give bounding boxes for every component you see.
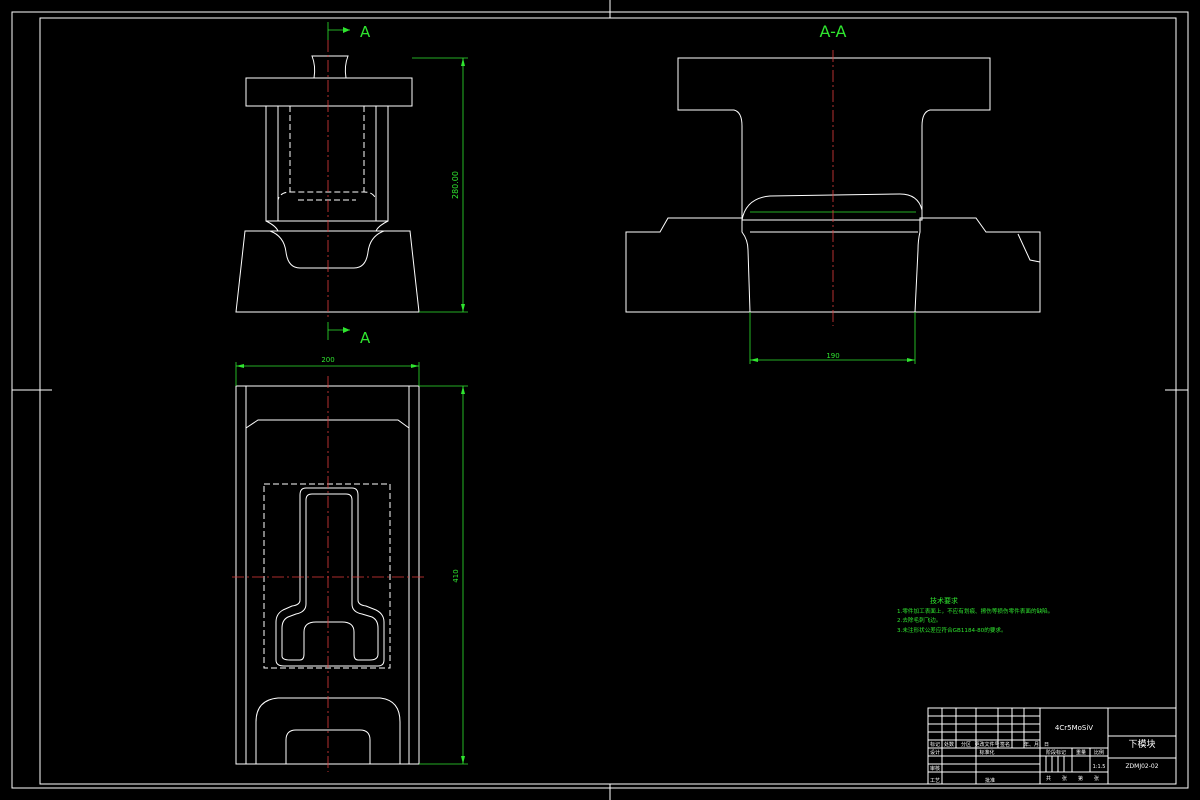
tb-row-label-5: 年、月、日	[1024, 741, 1049, 748]
plan-view	[232, 362, 468, 772]
section-marker-top-letter: A	[360, 23, 371, 41]
section-marker-top	[327, 22, 350, 40]
title-block-material: 4Cr5MoSiV	[1055, 724, 1093, 732]
tb-left-label-4: 批准	[985, 777, 995, 784]
notes-line-2: 2.去除毛刺飞边。	[897, 616, 942, 624]
notes-line-3: 3.未注形状公差应符合GB1184-80的要求。	[897, 626, 1007, 634]
tb-left-label-0: 设计	[930, 749, 940, 756]
dim-height-label: 280.00	[451, 171, 460, 199]
inner-border	[39, 17, 1177, 785]
title-block	[927, 707, 1177, 785]
section-marker-bottom	[327, 322, 350, 340]
front-view	[235, 40, 468, 320]
tb-sheet-label-2: 第	[1078, 775, 1083, 782]
tb-row-label-4: 签名	[1000, 741, 1010, 748]
dim-section-width-label: 190	[826, 352, 839, 360]
tb-mid-label-0: 阶段标记	[1046, 749, 1066, 756]
notes-title: 技术要求	[930, 596, 958, 605]
section-view	[625, 50, 1041, 364]
tb-row-label-2: 分区	[961, 741, 971, 748]
title-block-part-name: 下模块	[1128, 738, 1155, 750]
dim-length-label: 410	[452, 569, 460, 582]
section-title: A-A	[820, 22, 847, 41]
tb-left-label-2: 审核	[930, 765, 940, 772]
tb-left-label-3: 工艺	[930, 778, 940, 784]
tb-row-label-0: 标记	[930, 741, 940, 748]
outer-border	[11, 11, 1189, 789]
notes-line-1: 1.零件加工表面上，不应有划痕、擦伤等损伤零件表面的缺陷。	[897, 607, 1053, 615]
tb-sheet-label-0: 共	[1046, 775, 1051, 782]
tb-mid-label-1: 重量	[1076, 749, 1086, 756]
tb-row-label-3: 更改文件号	[974, 741, 999, 748]
section-marker-bottom-letter: A	[360, 329, 371, 347]
title-block-scale: 1:1.5	[1093, 764, 1106, 770]
title-block-drawing-no: ZDMJ02-02	[1125, 763, 1158, 770]
dim-width-label: 200	[321, 356, 334, 364]
tb-sheet-label-3: 张	[1094, 775, 1099, 782]
tb-row-label-1: 处数	[944, 741, 954, 748]
tb-mid-label-2: 比例	[1094, 749, 1104, 756]
tb-sheet-label-1: 张	[1062, 775, 1067, 782]
tb-left-label-1: 标准化	[979, 749, 994, 756]
